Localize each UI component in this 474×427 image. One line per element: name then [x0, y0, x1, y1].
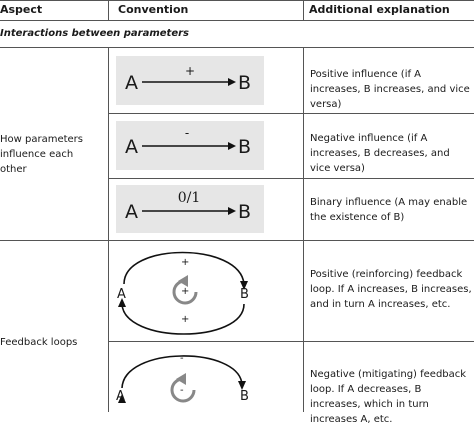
reinforcing-center-sign: +	[181, 286, 190, 297]
reinforcing-bottom-sign: +	[181, 314, 190, 325]
row-negative-rule	[108, 178, 474, 179]
positive-arrow	[142, 78, 236, 86]
binary-arrow	[142, 207, 236, 215]
negative-arrow	[142, 142, 236, 150]
reinforcing-a: A	[117, 287, 126, 302]
col-rule-1	[108, 0, 109, 20]
group-rule	[0, 240, 474, 241]
col-rule-2	[303, 0, 304, 20]
mitigating-top-sign: -	[180, 353, 184, 364]
negative-a: A	[125, 136, 138, 158]
mitigating-b: B	[240, 389, 249, 404]
positive-diagram	[116, 56, 264, 105]
aspect-feedback: Feedback loops	[0, 337, 78, 348]
mitigating-center-sign: -	[180, 385, 184, 396]
header-convention: Convention	[118, 3, 189, 16]
binary-diagram	[116, 185, 264, 233]
binary-explanation: Binary influence (A may enable the exist…	[310, 197, 468, 223]
header-aspect: Aspect	[0, 3, 43, 16]
header-bottom-rule	[0, 20, 474, 21]
positive-sign: +	[184, 64, 196, 78]
col-rule-1-body	[108, 47, 109, 412]
negative-b: B	[238, 136, 252, 158]
mitigating-explanation: Negative (mitigating) feedback loop. If …	[310, 369, 467, 425]
col-rule-2-body	[303, 47, 304, 412]
row-positive-rule	[108, 113, 474, 114]
reinforcing-explanation: Positive (reinforcing) feedback loop. If…	[310, 269, 472, 310]
reinforcing-b: B	[240, 287, 249, 302]
positive-explanation: Positive influence (if A increases, B in…	[310, 69, 470, 110]
mitigating-loop-diagram	[118, 355, 246, 403]
section-title: Interactions between parameters	[0, 28, 189, 39]
reinforcing-top-sign: +	[181, 257, 190, 268]
binary-a: A	[125, 201, 138, 223]
header-explanation: Additional explanation	[309, 3, 450, 16]
positive-a: A	[125, 72, 138, 94]
binary-sign: 0/1	[177, 190, 201, 206]
reinforcing-loop-diagram	[118, 251, 248, 335]
negative-sign: -	[184, 126, 190, 140]
positive-b: B	[238, 72, 252, 94]
row-reinforcing-rule	[108, 341, 474, 342]
mitigating-a: A	[116, 389, 125, 404]
binary-b: B	[238, 201, 252, 223]
negative-explanation: Negative influence (if A increases, B de…	[310, 133, 450, 174]
aspect-influence: How parameters influence each other	[0, 134, 83, 175]
header-top-rule	[0, 0, 474, 1]
section-bottom-rule	[0, 47, 474, 48]
